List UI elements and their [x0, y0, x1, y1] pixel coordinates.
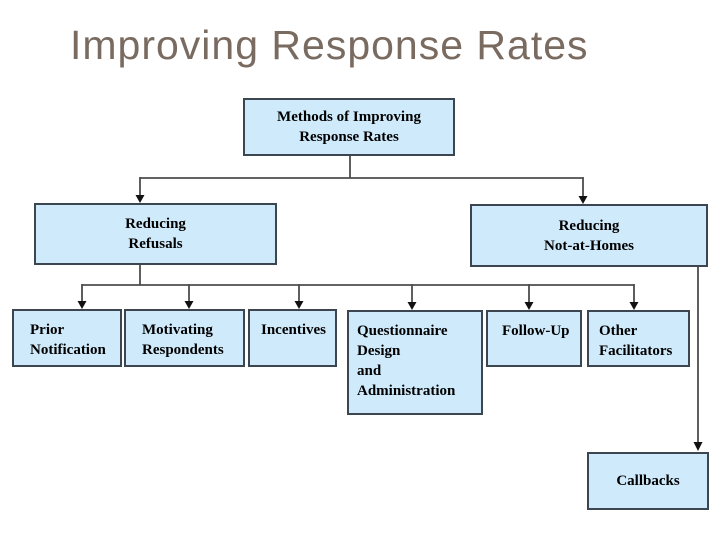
node-text-line: Prior — [30, 322, 65, 338]
node-reducing-refusals: Reducing Refusals — [34, 203, 277, 265]
node-questionnaire-design-and-administration: Questionnaire Design and Administration — [347, 310, 483, 415]
node-text-line: Notification — [30, 342, 106, 358]
node-other-facilitators: Other Facilitators — [587, 310, 690, 367]
node-text-line: Response Rates — [299, 129, 399, 145]
node-reducing-not-at-homes: Reducing Not-at-Homes — [470, 204, 708, 267]
node-prior-notification: Prior Notification — [12, 309, 122, 367]
connector-root-split — [139, 156, 584, 197]
node-callbacks: Callbacks — [587, 452, 709, 510]
node-text-line: Facilitators — [599, 343, 673, 359]
node-text-line: Follow-Up — [502, 323, 570, 339]
node-text-line: Reducing — [558, 217, 620, 234]
slide-title: Improving Response Rates — [70, 22, 589, 68]
node-motivating-respondents: Motivating Respondents — [124, 309, 245, 367]
node-text-line: Methods of Improving — [277, 109, 421, 125]
node-text-line: Administration — [357, 383, 456, 399]
connector-callbacks — [693, 267, 703, 451]
node-methods-of-improving-response-rates: Methods of Improving Response Rates — [243, 98, 455, 156]
node-text-line: Not-at-Homes — [544, 237, 634, 254]
node-text-line: Respondents — [142, 342, 224, 358]
node-text-line: Reducing — [125, 216, 186, 232]
node-text-line: Motivating — [142, 322, 213, 338]
connector-level3 — [81, 265, 635, 302]
node-follow-up: Follow-Up — [486, 310, 582, 367]
node-text-line: Design — [357, 343, 401, 359]
node-text-line: Refusals — [128, 236, 183, 252]
node-incentives: Incentives — [248, 309, 337, 367]
node-text-line: Callbacks — [616, 473, 680, 489]
node-text-line: Other — [599, 323, 638, 339]
node-text-line: Questionnaire — [357, 323, 448, 339]
node-text-line: and — [357, 363, 382, 379]
node-text-line: Incentives — [261, 322, 326, 338]
